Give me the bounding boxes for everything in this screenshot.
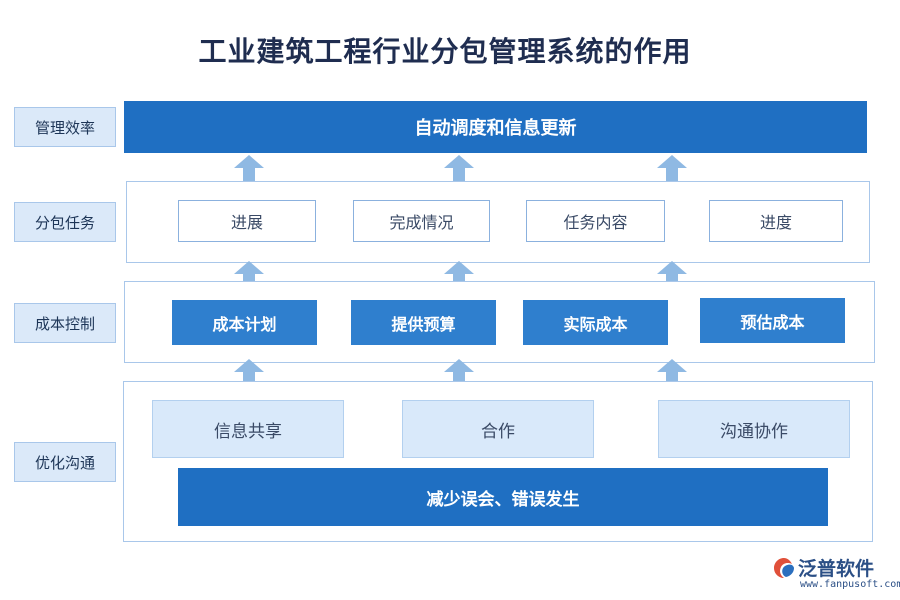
communication-item-collaboration: 沟通协作 (658, 400, 850, 458)
up-arrow-icon (444, 359, 474, 385)
up-arrow-icon (444, 261, 474, 287)
up-arrow-icon (234, 155, 264, 181)
row-label-cost: 成本控制 (14, 303, 116, 343)
up-arrow-icon (234, 261, 264, 287)
subcontract-item-completion: 完成情况 (353, 200, 490, 242)
brand-url: www.fanpusoft.com (800, 579, 900, 590)
brand-name: 泛普软件 (798, 558, 875, 580)
up-arrow-icon (657, 261, 687, 287)
page-title: 工业建筑工程行业分包管理系统的作用 (198, 35, 692, 68)
subcontract-item-content: 任务内容 (526, 200, 665, 242)
cost-item-actual: 实际成本 (523, 300, 668, 345)
row-label-subcontract: 分包任务 (14, 202, 116, 242)
brand-logo: 泛普软件 www.fanpusoft.com (772, 554, 900, 594)
subcontract-item-progress: 进展 (178, 200, 316, 242)
row-label-efficiency: 管理效率 (14, 107, 116, 147)
up-arrow-icon (657, 359, 687, 385)
cost-item-estimate: 预估成本 (700, 298, 845, 343)
up-arrow-icon (657, 155, 687, 181)
communication-item-info-sharing: 信息共享 (152, 400, 344, 458)
cost-item-budget: 提供预算 (351, 300, 496, 345)
efficiency-bar: 自动调度和信息更新 (124, 101, 867, 153)
up-arrow-icon (444, 155, 474, 181)
subcontract-item-schedule: 进度 (709, 200, 843, 242)
row-label-communication: 优化沟通 (14, 442, 116, 482)
up-arrow-icon (234, 359, 264, 385)
brand-mark-icon (774, 558, 794, 578)
communication-item-cooperation: 合作 (402, 400, 594, 458)
cost-item-plan: 成本计划 (172, 300, 317, 345)
communication-bar: 减少误会、错误发生 (178, 468, 828, 526)
